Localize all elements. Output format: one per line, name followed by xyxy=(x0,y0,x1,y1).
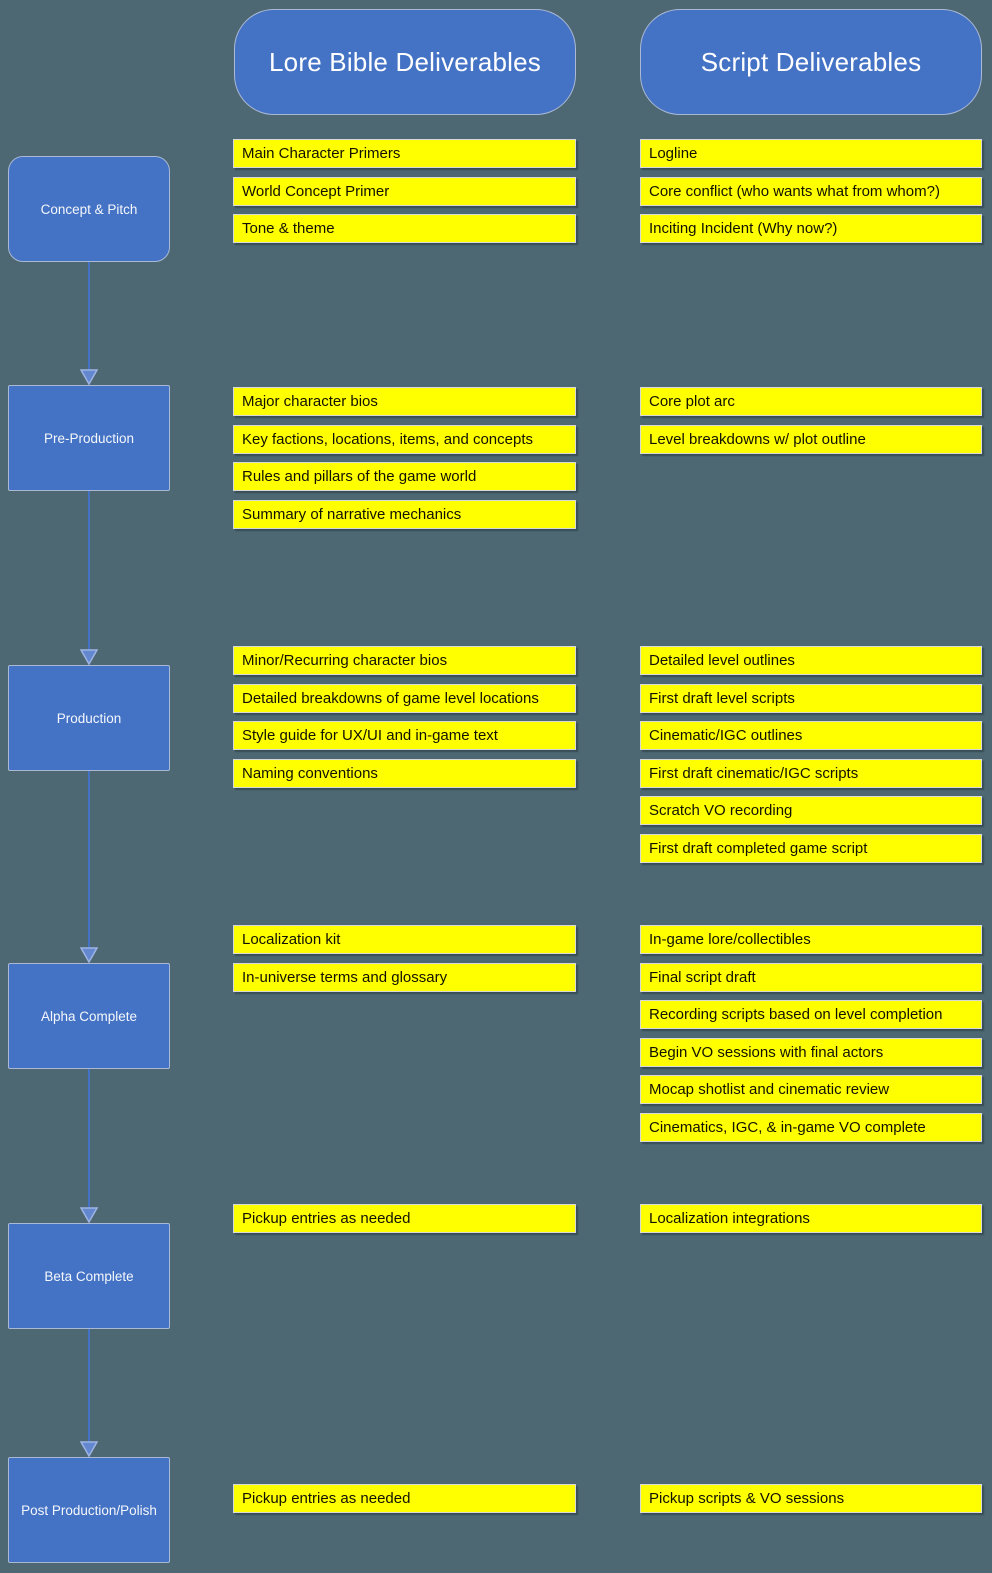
deliverable-row-script: Begin VO sessions with final actors xyxy=(640,1037,982,1067)
flow-arrowhead xyxy=(79,1441,99,1458)
deliverable-row-script: First draft cinematic/IGC scripts xyxy=(640,758,982,788)
deliverable-row-lore: Pickup entries as needed xyxy=(233,1484,576,1513)
deliverable-label: Inciting Incident (Why now?) xyxy=(649,220,838,237)
deliverable-label: Cinematic/IGC outlines xyxy=(649,727,803,744)
deliverable-row-lore: Key factions, locations, items, and conc… xyxy=(233,424,576,454)
deliverable-row-lore: Naming conventions xyxy=(233,758,576,788)
deliverable-label: Localization kit xyxy=(242,931,341,948)
phase-label: Pre-Production xyxy=(43,430,135,446)
deliverable-label: Core plot arc xyxy=(649,393,735,410)
deliverable-row-script: Inciting Incident (Why now?) xyxy=(640,214,982,243)
deliverable-row-script: Detailed level outlines xyxy=(640,646,982,675)
deliverable-label: Detailed level outlines xyxy=(649,652,795,669)
phase-label: Beta Complete xyxy=(44,1268,134,1284)
deliverable-row-lore: Style guide for UX/UI and in-game text xyxy=(233,721,576,750)
deliverable-label: Logline xyxy=(649,145,698,162)
deliverable-label: Key factions, locations, items, and conc… xyxy=(242,430,533,448)
deliverable-row-lore: Detailed breakdowns of game level locati… xyxy=(233,683,576,713)
phase-label: Post Production/Polish xyxy=(21,1502,157,1518)
phase-label: Concept & Pitch xyxy=(40,201,138,217)
deliverable-label: Level breakdowns w/ plot outline xyxy=(649,430,866,448)
phase-label: Production xyxy=(56,710,122,726)
deliverable-label: Pickup scripts & VO sessions xyxy=(649,1490,845,1507)
deliverable-label: Major character bios xyxy=(242,393,378,410)
deliverable-row-lore: Rules and pillars of the game world xyxy=(233,462,576,491)
deliverable-label: Mocap shotlist and cinematic review xyxy=(649,1081,890,1098)
deliverable-label: Detailed breakdowns of game level locati… xyxy=(242,689,539,707)
deliverable-row-script: Pickup scripts & VO sessions xyxy=(640,1484,982,1513)
deliverable-label: First draft level scripts xyxy=(649,689,795,707)
deliverable-label: Recording scripts based on level complet… xyxy=(649,1006,943,1023)
deliverable-row-script: Localization integrations xyxy=(640,1204,982,1233)
deliverable-label: Localization integrations xyxy=(649,1210,810,1227)
deliverable-row-lore: World Concept Primer xyxy=(233,176,576,206)
deliverable-row-script: Recording scripts based on level complet… xyxy=(640,1000,982,1029)
deliverable-label: Pickup entries as needed xyxy=(242,1210,411,1227)
deliverable-label: Core conflict (who wants what from whom?… xyxy=(649,182,940,200)
deliverable-row-script: Mocap shotlist and cinematic review xyxy=(640,1075,982,1104)
deliverable-row-lore: Minor/Recurring character bios xyxy=(233,646,576,675)
deliverable-row-lore: Major character bios xyxy=(233,387,576,416)
deliverable-label: Pickup entries as needed xyxy=(242,1490,411,1507)
deliverable-row-lore: In-universe terms and glossary xyxy=(233,962,576,992)
deliverable-label: In-universe terms and glossary xyxy=(242,968,448,986)
phase-box-beta-complete: Beta Complete xyxy=(8,1223,170,1329)
deliverable-label: Naming conventions xyxy=(242,764,378,782)
flow-arrowhead xyxy=(79,649,99,666)
deliverable-label: In-game lore/collectibles xyxy=(649,931,811,948)
phase-label: Alpha Complete xyxy=(40,1008,138,1024)
flow-arrowhead xyxy=(79,369,99,386)
deliverable-label: First draft completed game script xyxy=(649,839,868,857)
deliverable-label: Summary of narrative mechanics xyxy=(242,505,462,523)
deliverable-row-script: Level breakdowns w/ plot outline xyxy=(640,424,982,454)
phase-box-pre-production: Pre-Production xyxy=(8,385,170,491)
deliverable-row-lore: Localization kit xyxy=(233,925,576,954)
deliverable-label: Style guide for UX/UI and in-game text xyxy=(242,727,498,744)
deliverable-row-script: Final script draft xyxy=(640,962,982,992)
flow-arrowhead xyxy=(79,1207,99,1224)
phase-box-concept-pitch: Concept & Pitch xyxy=(8,156,170,262)
phase-box-post-production-polish: Post Production/Polish xyxy=(8,1457,170,1563)
deliverable-row-script: Cinematic/IGC outlines xyxy=(640,721,982,750)
column-header-script-deliverables: Script Deliverables xyxy=(640,9,982,115)
column-header-lore-bible-deliverables: Lore Bible Deliverables xyxy=(234,9,576,115)
deliverable-label: Cinematics, IGC, & in-game VO complete xyxy=(649,1118,926,1136)
deliverable-label: Rules and pillars of the game world xyxy=(242,468,477,485)
deliverable-row-script: Core plot arc xyxy=(640,387,982,416)
deliverable-row-script: In-game lore/collectibles xyxy=(640,925,982,954)
deliverable-row-lore: Tone & theme xyxy=(233,214,576,243)
deliverable-row-lore: Main Character Primers xyxy=(233,139,576,168)
column-header-label: Lore Bible Deliverables xyxy=(269,46,541,77)
deliverable-label: Scratch VO recording xyxy=(649,802,793,819)
column-header-label: Script Deliverables xyxy=(700,46,922,77)
phase-box-production: Production xyxy=(8,665,170,771)
deliverable-row-script: First draft completed game script xyxy=(640,833,982,863)
phase-box-alpha-complete: Alpha Complete xyxy=(8,963,170,1069)
deliverable-label: Tone & theme xyxy=(242,220,335,237)
deliverable-row-script: Scratch VO recording xyxy=(640,796,982,825)
deliverable-row-script: Logline xyxy=(640,139,982,168)
deliverable-row-lore: Pickup entries as needed xyxy=(233,1204,576,1233)
deliverable-row-script: First draft level scripts xyxy=(640,683,982,713)
deliverable-row-lore: Summary of narrative mechanics xyxy=(233,499,576,529)
deliverable-label: Minor/Recurring character bios xyxy=(242,652,448,669)
deliverable-label: Main Character Primers xyxy=(242,145,401,162)
flow-arrowhead xyxy=(79,947,99,964)
deliverable-row-script: Cinematics, IGC, & in-game VO complete xyxy=(640,1112,982,1142)
deliverable-label: Begin VO sessions with final actors xyxy=(649,1043,884,1061)
deliverable-label: World Concept Primer xyxy=(242,182,390,200)
deliverable-label: Final script draft xyxy=(649,968,756,986)
deliverable-row-script: Core conflict (who wants what from whom?… xyxy=(640,176,982,206)
deliverable-label: First draft cinematic/IGC scripts xyxy=(649,764,859,782)
